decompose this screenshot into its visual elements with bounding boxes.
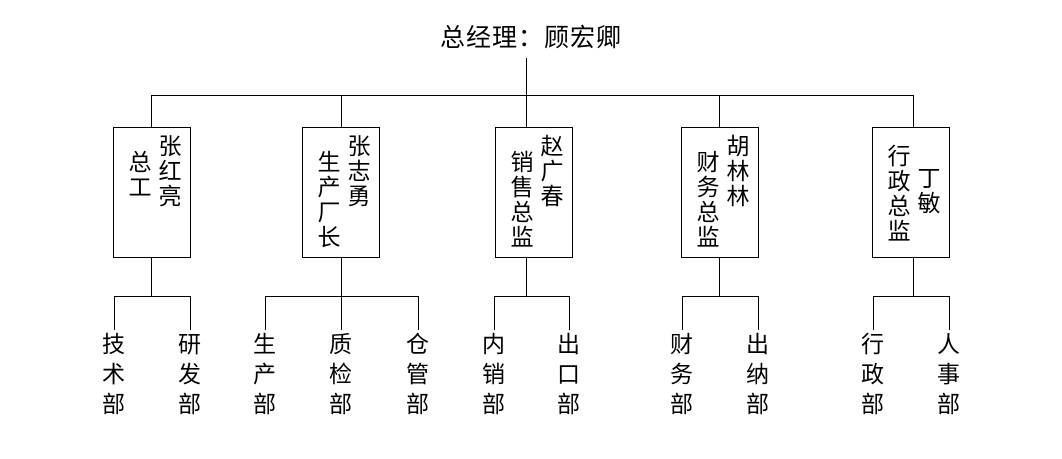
department-administration[interactable]: 行政部 xyxy=(856,330,890,420)
department-production[interactable]: 生产部 xyxy=(248,330,282,420)
manager-role-chief-engineer: 总工 xyxy=(124,150,150,200)
manager-name-production-manager: 张志勇 xyxy=(343,134,369,209)
manager-role-finance-director: 财务总监 xyxy=(692,150,718,250)
department-hr[interactable]: 人事部 xyxy=(932,330,966,420)
department-label: 质检部 xyxy=(329,332,353,418)
department-finance[interactable]: 财务部 xyxy=(665,330,699,420)
department-quality[interactable]: 质检部 xyxy=(324,330,358,420)
connector-finance-director-down xyxy=(719,258,720,296)
department-label: 人事部 xyxy=(937,332,961,418)
manager-role-production-manager: 生产厂长 xyxy=(313,150,339,250)
department-label: 内销部 xyxy=(482,332,506,418)
connector-chief-engineer-down xyxy=(151,258,152,296)
root-connector-stem xyxy=(526,58,527,95)
connector-leaf-stem-production xyxy=(265,296,266,330)
connector-bus-to-admin-director xyxy=(913,95,914,127)
connector-bus-to-chief-engineer xyxy=(151,95,152,127)
connector-admin-director-down xyxy=(913,258,914,296)
connector-leaf-stem-technology xyxy=(114,296,115,330)
connector-sales-director-down xyxy=(526,258,527,296)
department-cashier[interactable]: 出纳部 xyxy=(741,330,775,420)
manager-box-chief-engineer[interactable]: 张红亮 总工 xyxy=(113,127,191,258)
connector-leaf-stem-domestic-sales xyxy=(494,296,495,330)
connector-leaf-stem-hr xyxy=(949,296,950,330)
department-domestic-sales[interactable]: 内销部 xyxy=(477,330,511,420)
department-label: 出纳部 xyxy=(746,332,770,418)
manager-box-production-manager[interactable]: 张志勇 生产厂长 xyxy=(302,127,380,258)
manager-box-sales-director[interactable]: 赵广春 销售总监 xyxy=(495,127,573,258)
level1-bus-line xyxy=(151,95,913,96)
manager-name-finance-director: 胡林林 xyxy=(722,134,748,209)
connector-leaf-stem-rnd xyxy=(190,296,191,330)
connector-leaf-stem-finance xyxy=(682,296,683,330)
connector-bus-to-finance-director xyxy=(719,95,720,127)
department-warehouse[interactable]: 仓管部 xyxy=(401,330,435,420)
department-label: 出口部 xyxy=(557,332,581,418)
manager-box-finance-director[interactable]: 胡林林 财务总监 xyxy=(681,127,759,258)
department-label: 仓管部 xyxy=(406,332,430,418)
manager-role-admin-director: 行政总监 xyxy=(883,144,909,244)
department-technology[interactable]: 技术部 xyxy=(97,330,131,420)
connector-leaf-stem-administration xyxy=(873,296,874,330)
manager-box-admin-director[interactable]: 丁敏 行政总监 xyxy=(872,127,950,258)
department-export[interactable]: 出口部 xyxy=(552,330,586,420)
department-label: 生产部 xyxy=(253,332,277,418)
connector-leaf-stem-warehouse xyxy=(418,296,419,330)
connector-chief-engineer-bar xyxy=(114,296,190,297)
department-label: 行政部 xyxy=(861,332,885,418)
manager-role-sales-director: 销售总监 xyxy=(506,150,532,250)
connector-leaf-stem-export xyxy=(569,296,570,330)
connector-sales-director-bar xyxy=(494,296,569,297)
department-label: 技术部 xyxy=(102,332,126,418)
connector-finance-director-bar xyxy=(682,296,758,297)
connector-leaf-stem-cashier xyxy=(758,296,759,330)
department-label: 研发部 xyxy=(178,332,202,418)
manager-name-admin-director: 丁敏 xyxy=(913,166,939,216)
connector-leaf-stem-quality xyxy=(341,296,342,330)
connector-admin-director-bar xyxy=(873,296,949,297)
connector-bus-to-sales-director xyxy=(526,95,527,127)
department-rnd[interactable]: 研发部 xyxy=(173,330,207,420)
connector-bus-to-production-manager xyxy=(341,95,342,127)
connector-production-manager-down xyxy=(341,258,342,296)
manager-name-chief-engineer: 张红亮 xyxy=(154,134,180,209)
page-title: 总经理：顾宏卿 xyxy=(439,23,622,52)
manager-name-sales-director: 赵广春 xyxy=(536,134,562,209)
department-label: 财务部 xyxy=(670,332,694,418)
